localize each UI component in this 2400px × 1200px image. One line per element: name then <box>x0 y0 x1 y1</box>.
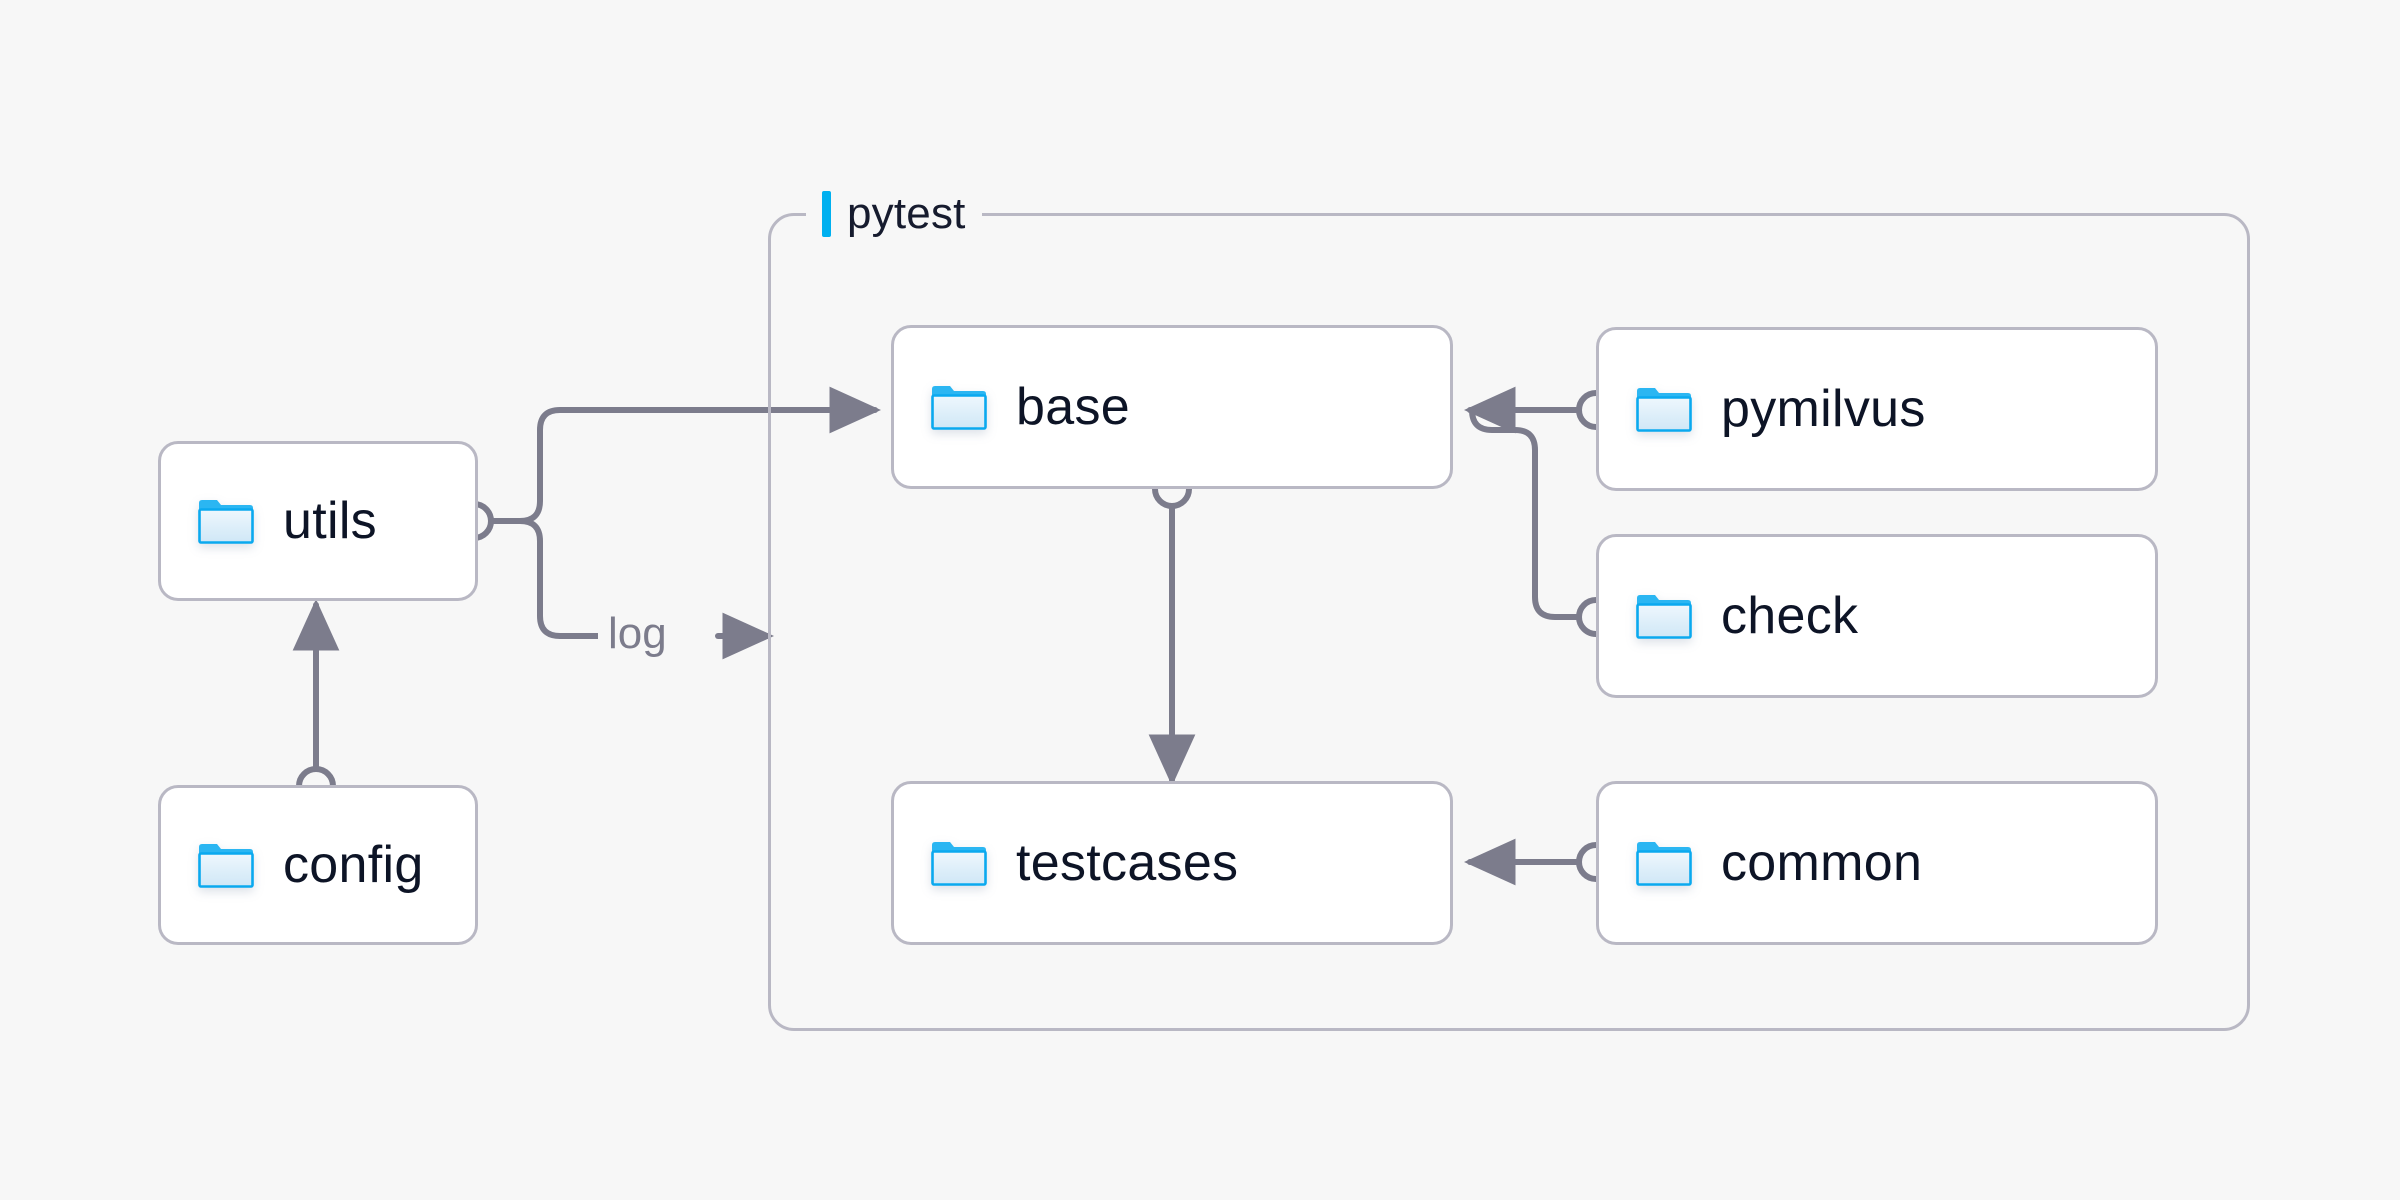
folder-icon <box>1636 595 1692 639</box>
folder-icon <box>931 842 987 886</box>
folder-icon <box>931 386 987 430</box>
node-base-label: base <box>1016 378 1130 436</box>
folder-icon <box>198 844 254 888</box>
group-pytest-label: pytest <box>806 186 982 242</box>
accent-bar-icon <box>822 191 831 237</box>
node-common[interactable]: common <box>1596 781 2158 945</box>
node-config[interactable]: config <box>158 785 478 945</box>
node-utils[interactable]: utils <box>158 441 478 601</box>
folder-icon <box>1636 842 1692 886</box>
group-pytest[interactable] <box>768 213 2250 1031</box>
edge-utils-log <box>517 518 603 639</box>
node-check-label: check <box>1721 587 1859 645</box>
folder-icon <box>198 500 254 544</box>
node-testcases[interactable]: testcases <box>891 781 1453 945</box>
node-config-label: config <box>283 836 424 894</box>
node-pymilvus-label: pymilvus <box>1721 380 1926 438</box>
node-utils-label: utils <box>283 492 377 550</box>
node-pymilvus[interactable]: pymilvus <box>1596 327 2158 491</box>
node-common-label: common <box>1721 834 1923 892</box>
node-testcases-label: testcases <box>1016 834 1239 892</box>
node-check[interactable]: check <box>1596 534 2158 698</box>
node-base[interactable]: base <box>891 325 1453 489</box>
group-pytest-label-text: pytest <box>847 189 966 238</box>
edge-label-log: log <box>598 612 677 656</box>
folder-icon <box>1636 388 1692 432</box>
